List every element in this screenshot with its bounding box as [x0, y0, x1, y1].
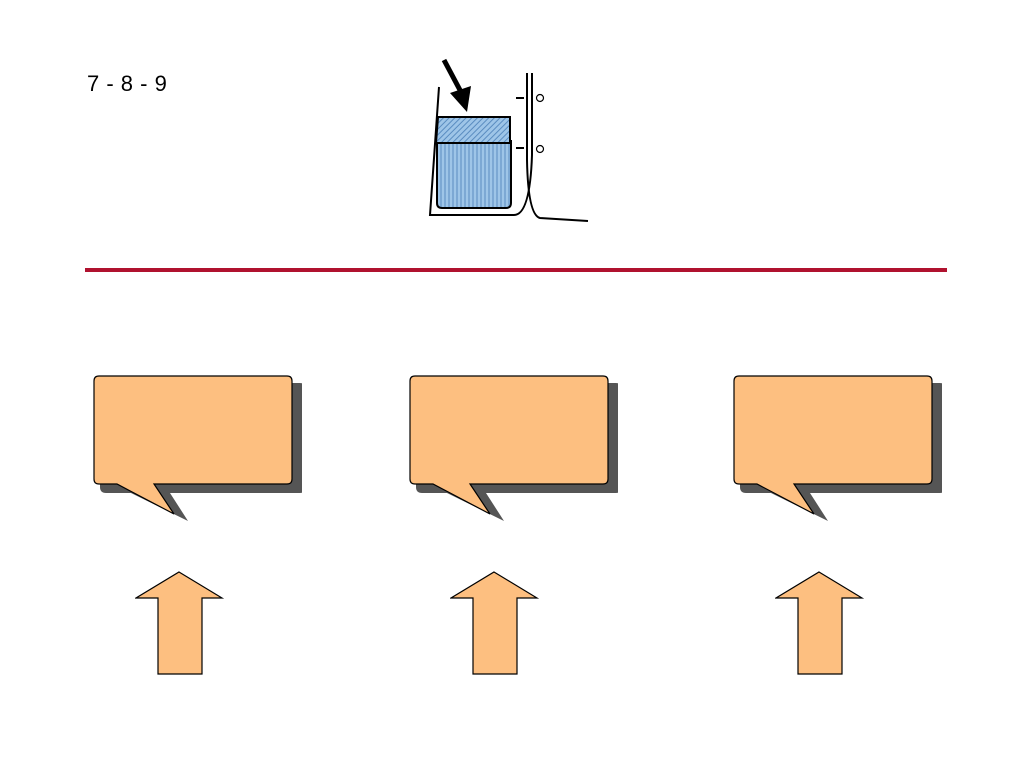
button-icon — [535, 93, 545, 103]
callout-text — [104, 384, 274, 474]
slide-number: 7 - 8 - 9 — [87, 71, 168, 96]
pocket-body — [436, 140, 512, 209]
divider-line — [85, 268, 947, 272]
speech-callout — [92, 374, 302, 534]
speech-callout — [732, 374, 942, 534]
pointer-arrow-icon — [441, 58, 471, 112]
pocket-flap — [434, 116, 511, 144]
callout-text — [744, 384, 914, 474]
callout-text — [420, 384, 590, 474]
button-icon — [535, 144, 545, 154]
up-arrow-icon — [135, 571, 225, 675]
shirt-pocket-illustration — [428, 58, 589, 222]
up-arrow-icon — [450, 571, 540, 675]
speech-callout — [408, 374, 618, 534]
shirt-outline — [428, 73, 533, 216]
up-arrow-icon — [775, 571, 865, 675]
placket-line — [526, 73, 589, 222]
